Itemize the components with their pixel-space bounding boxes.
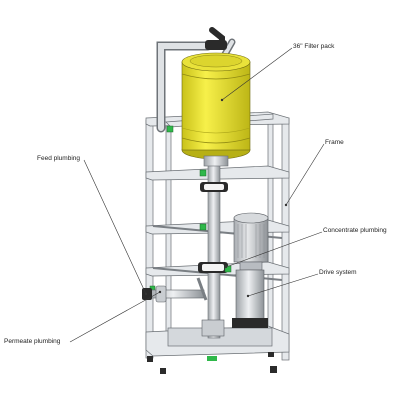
label-concentrate-plumbing: Concentrate plumbing (323, 227, 387, 234)
pipe-clamps (198, 182, 228, 273)
label-filter-pack: 36" Filter pack (293, 43, 335, 50)
label-feed-plumbing: Feed plumbing (37, 155, 80, 162)
leader-feed-plumbing (83, 159, 147, 295)
filter-pack (181, 52, 251, 167)
frame-front-right-post (281, 117, 290, 361)
frame-front-left-post (145, 119, 154, 359)
leader-drive-system (247, 273, 319, 297)
leader-concentrate-plumbing (225, 231, 323, 268)
leader-filter-pack (221, 47, 293, 101)
top-clamp (205, 40, 227, 50)
label-permeate-plumbing: Permeate plumbing (4, 338, 61, 345)
frame-feet (147, 352, 277, 374)
leader-lines (69, 47, 325, 343)
leader-arrowheads (144, 98, 288, 298)
center-pipe-base (201, 319, 225, 337)
leader-permeate-plumbing (69, 291, 161, 343)
drive-motor (232, 212, 269, 328)
center-pipe (207, 149, 221, 339)
label-frame: Frame (325, 139, 344, 146)
leader-frame (285, 143, 325, 206)
label-drive-system: Drive system (319, 269, 357, 276)
green-fittings (149, 125, 232, 293)
